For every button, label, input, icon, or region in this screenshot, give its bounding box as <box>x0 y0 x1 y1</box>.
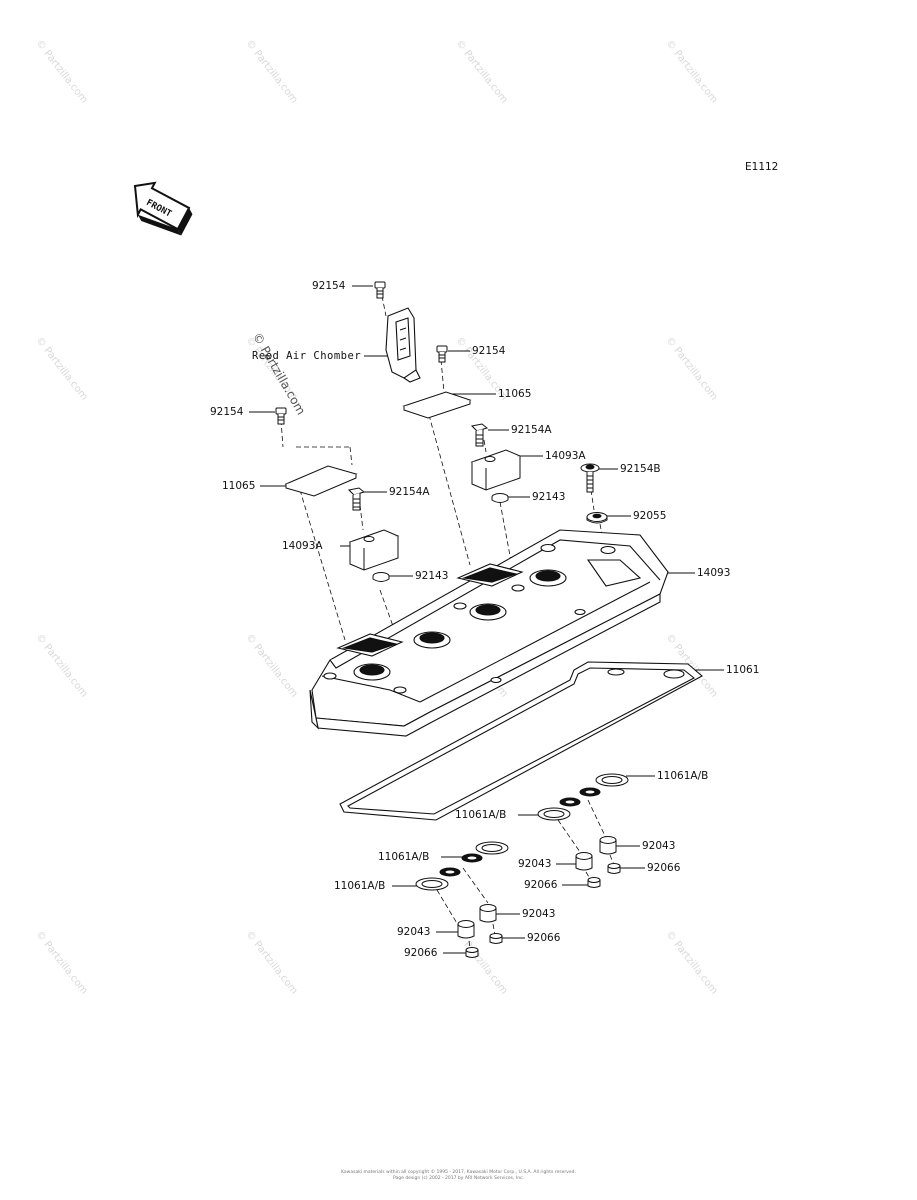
callout-92066-4[interactable]: 92066 <box>404 947 438 959</box>
cylinder-head-cover-14093 <box>309 529 669 737</box>
callout-92143-left[interactable]: 92143 <box>415 570 449 582</box>
callout-92154A-left[interactable]: 92154A <box>389 486 430 498</box>
callout-92154A-right[interactable]: 92154A <box>511 424 552 436</box>
plate-11065-lower <box>284 465 358 497</box>
cap-14093A-left <box>348 529 400 571</box>
bolt-92154-mid <box>436 345 448 363</box>
bolt-92154A-left <box>347 487 366 511</box>
callout-92154-mid[interactable]: 92154 <box>472 345 506 357</box>
callout-11061[interactable]: 11061 <box>726 664 760 676</box>
callout-92066-3[interactable]: 92066 <box>527 932 561 944</box>
callout-14093[interactable]: 14093 <box>697 567 731 579</box>
bolt-92154-top <box>374 281 386 299</box>
callout-92043-3[interactable]: 92043 <box>522 908 556 920</box>
callout-92154B[interactable]: 92154B <box>620 463 661 475</box>
seal-11061AB-set-left <box>415 841 509 891</box>
callout-92143-right[interactable]: 92143 <box>532 491 566 503</box>
callout-11061AB-1[interactable]: 11061A/B <box>657 770 709 782</box>
rubber-92066 <box>465 863 621 958</box>
callout-11065-upper[interactable]: 11065 <box>498 388 532 400</box>
callout-92043-1[interactable]: 92043 <box>642 840 676 852</box>
seal-11061AB-set-right <box>537 773 629 821</box>
reed-air-chamber-part <box>385 307 421 383</box>
callout-11061AB-4[interactable]: 11061A/B <box>334 880 386 892</box>
bolt-92154B <box>580 463 600 493</box>
callout-11061AB-3[interactable]: 11061A/B <box>378 851 430 863</box>
grommet-92143-right <box>491 493 509 503</box>
callout-92043-4[interactable]: 92043 <box>397 926 431 938</box>
callout-11061AB-2[interactable]: 11061A/B <box>455 809 507 821</box>
callout-92154-left[interactable]: 92154 <box>210 406 244 418</box>
callout-92055[interactable]: 92055 <box>633 510 667 522</box>
cap-14093A-right <box>470 449 522 491</box>
gasket-11061 <box>339 661 703 821</box>
callout-92154-top[interactable]: 92154 <box>312 280 346 292</box>
bolt-92154A-right <box>470 423 489 447</box>
callout-reed-air-chamber[interactable]: Reed Air Chomber <box>252 350 362 362</box>
diagram-code: E1112 <box>745 161 779 173</box>
callout-14093A-left[interactable]: 14093A <box>282 540 323 552</box>
footer-page-design: Page design (c) 2002 - 2017 by ARI Netwo… <box>393 1176 524 1181</box>
front-arrow-icon: FRONT <box>133 181 193 236</box>
plate-11065-upper <box>402 391 472 419</box>
callout-14093A-right[interactable]: 14093A <box>545 450 586 462</box>
grommet-92143-left <box>372 572 390 582</box>
callout-11065-lower[interactable]: 11065 <box>222 480 256 492</box>
callout-92066-2[interactable]: 92066 <box>524 879 558 891</box>
footer-copyright: Kawasaki materials within all copyright … <box>341 1170 576 1175</box>
bolt-92154-left <box>275 407 287 425</box>
callout-92066-1[interactable]: 92066 <box>647 862 681 874</box>
callout-92043-2[interactable]: 92043 <box>518 858 552 870</box>
collar-92043 <box>457 836 617 939</box>
washer-92055 <box>586 512 608 524</box>
